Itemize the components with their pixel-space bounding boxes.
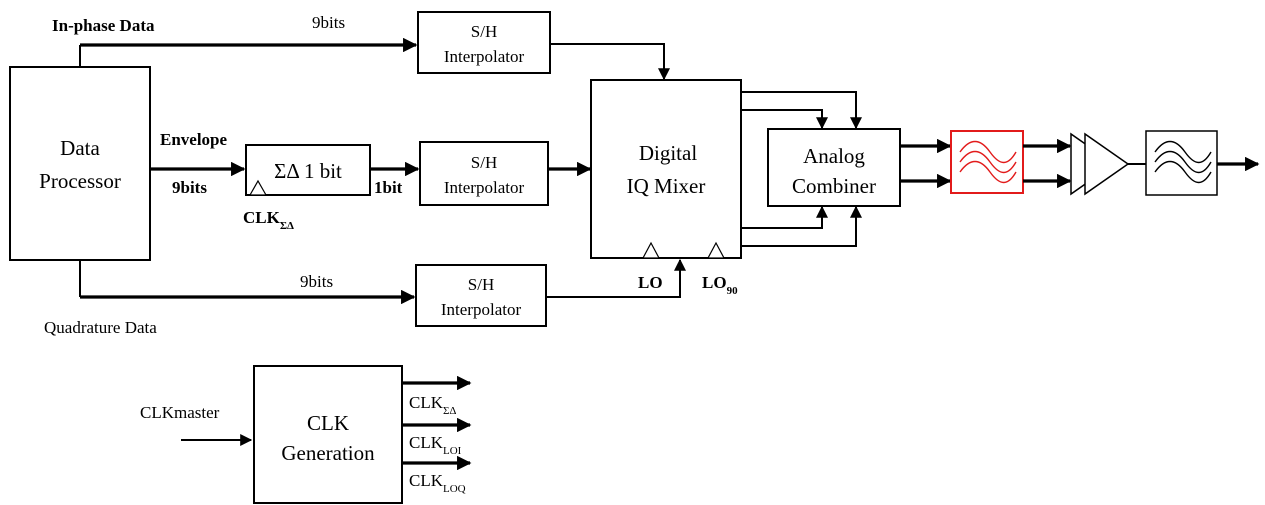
clk-generation-block: CLK Generation: [253, 365, 403, 504]
sh-mid-line2: Interpolator: [444, 178, 525, 197]
quadrature-bits-label: 9bits: [300, 272, 333, 291]
envelope-bits-label: 9bits: [172, 178, 207, 197]
combiner-line1: Analog: [803, 144, 865, 168]
sh-interpolator-top: S/H Interpolator: [417, 11, 551, 74]
clkmaster-label: CLKmaster: [140, 403, 220, 422]
mixer-to-combiner-2: [741, 109, 828, 130]
lo-label: LO: [638, 273, 663, 292]
mixer-to-combiner-3: [741, 205, 828, 229]
mixer-line2: IQ Mixer: [627, 174, 706, 198]
clk-gen-line2: Generation: [281, 441, 375, 465]
mixer-line1: Digital: [639, 141, 697, 165]
sh-bot-line1: S/H: [468, 275, 494, 294]
lo-clock-triangle: [642, 241, 660, 259]
sh-bot-line2: Interpolator: [441, 300, 522, 319]
output-filter: [1145, 130, 1218, 196]
combiner-line2: Combiner: [792, 174, 876, 198]
clk-out-sd-label: CLKΣΔ: [409, 393, 456, 417]
amplifier-triangle: [1070, 132, 1130, 196]
sigma-delta-label: ΣΔ 1 bit: [274, 159, 342, 183]
data-processor-block: Data Processor: [9, 66, 151, 261]
analog-combiner-block: Analog Combiner: [767, 128, 901, 207]
digital-iq-mixer-block: Digital IQ Mixer: [590, 79, 742, 259]
sh-bot-to-lo-arrow: [546, 258, 686, 298]
sh-top-line1: S/H: [471, 22, 497, 41]
clk-gen-line1: CLK: [307, 411, 349, 435]
lo90-label: LO90: [702, 273, 738, 297]
one-bit-label: 1bit: [374, 178, 403, 197]
sh-interpolator-bottom: S/H Interpolator: [415, 264, 547, 327]
mixer-to-combiner-4: [741, 205, 862, 247]
sh-mid-line1: S/H: [471, 153, 497, 172]
sigma-delta-block: ΣΔ 1 bit: [245, 144, 371, 196]
clk-out-loq-label: CLKLOQ: [409, 471, 466, 495]
data-processor-line1: Data: [60, 136, 100, 160]
sigma-delta-clock-triangle: [248, 179, 268, 196]
sh-top-to-mixer-arrow: [550, 43, 670, 81]
bandpass-filter-red: [950, 130, 1024, 194]
inphase-bits-label: 9bits: [312, 13, 345, 32]
envelope-label: Envelope: [160, 130, 228, 149]
clk-out-loi-label: CLKLOI: [409, 433, 462, 457]
sh-interpolator-middle: S/H Interpolator: [419, 141, 549, 206]
lo90-clock-triangle: [707, 241, 725, 259]
data-processor-line2: Processor: [39, 169, 121, 193]
quadrature-data-label: Quadrature Data: [44, 318, 157, 337]
clk-sigma-delta-label: CLKΣΔ: [243, 208, 294, 232]
inphase-data-label: In-phase Data: [52, 16, 155, 35]
sh-top-line2: Interpolator: [444, 47, 525, 66]
mixer-to-combiner-1: [741, 91, 862, 130]
